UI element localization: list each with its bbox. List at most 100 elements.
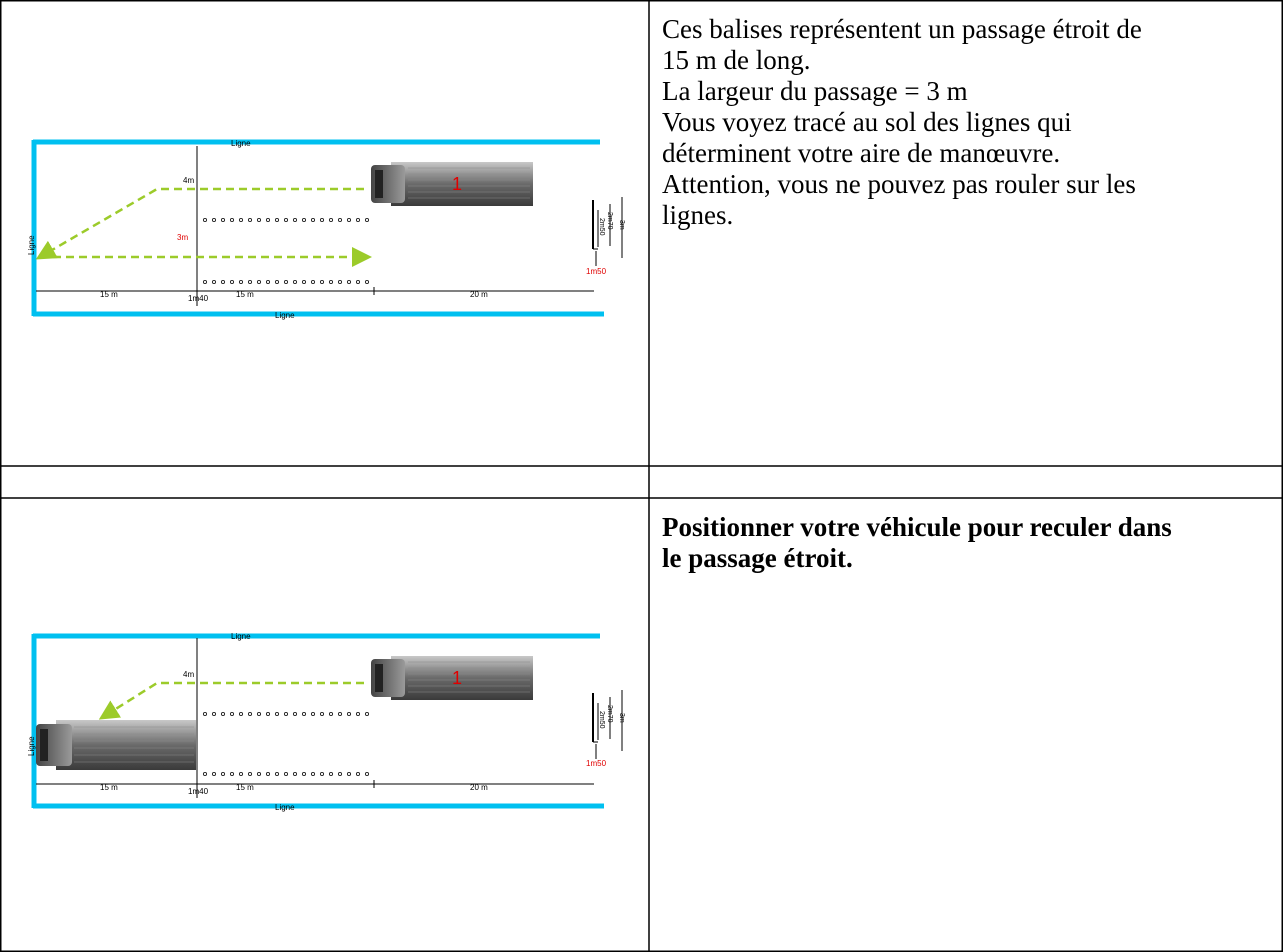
cone-marker <box>364 279 370 285</box>
cone-marker <box>220 711 226 717</box>
cone-marker <box>328 711 334 717</box>
cone-marker <box>346 711 352 717</box>
dim-label-3m-right: 3m <box>618 713 625 723</box>
dim-label-3m: 3m <box>177 233 188 242</box>
cone-marker <box>328 279 334 285</box>
cone-marker <box>265 711 271 717</box>
cone-marker <box>337 217 343 223</box>
truck-positioned-icon <box>36 720 196 770</box>
cone-marker <box>292 711 298 717</box>
dim-label-1m50: 1m50 <box>586 267 607 276</box>
cone-marker <box>229 279 235 285</box>
cone-marker <box>283 217 289 223</box>
cone-marker <box>319 279 325 285</box>
cone-marker <box>274 279 280 285</box>
dim-label-15m-mid: 15 m <box>236 290 254 299</box>
cone-marker <box>292 771 298 777</box>
cone-marker <box>301 279 307 285</box>
truck-number: 1 <box>452 668 462 688</box>
cone-row-upper <box>202 711 370 717</box>
cone-marker <box>238 771 244 777</box>
truck-icon <box>371 656 533 700</box>
cone-marker <box>220 217 226 223</box>
cone-marker <box>310 711 316 717</box>
cone-marker <box>220 771 226 777</box>
dim-label-2m50: 2m50 <box>598 711 605 729</box>
maneuver-diagram-1: Ligne Ligne Ligne 4m 3m 1 15 m 1m40 <box>27 139 625 320</box>
dim-label-15m-left: 15 m <box>100 290 118 299</box>
cone-marker <box>319 217 325 223</box>
dim-label-20m: 20 m <box>470 290 488 299</box>
cone-marker <box>202 217 208 223</box>
line-label-top: Ligne <box>231 139 251 148</box>
cone-marker <box>301 217 307 223</box>
path-arrow-forward <box>35 187 364 260</box>
cone-marker <box>283 279 289 285</box>
cone-marker <box>292 279 298 285</box>
instruction-text-2: Positionner votre véhicule pour reculer … <box>662 512 1172 574</box>
cone-marker <box>337 771 343 777</box>
cone-marker <box>265 217 271 223</box>
cone-marker <box>310 217 316 223</box>
dim-label-4m: 4m <box>183 176 194 185</box>
dim-label-15m-mid: 15 m <box>236 783 254 792</box>
text-line: 15 m de long. <box>662 45 811 75</box>
cone-marker <box>301 771 307 777</box>
cone-marker <box>355 771 361 777</box>
maneuver-diagram-2: Ligne Ligne Ligne 4m 3m 1 <box>27 632 625 812</box>
cone-marker <box>355 217 361 223</box>
cone-marker <box>202 279 208 285</box>
cone-marker <box>211 771 217 777</box>
line-label-bottom: Ligne <box>275 311 295 320</box>
cone-marker <box>364 711 370 717</box>
cone-marker <box>283 711 289 717</box>
cone-marker <box>202 711 208 717</box>
cone-marker <box>229 771 235 777</box>
cone-marker <box>256 771 262 777</box>
dim-label-2m70: 2m70 <box>606 705 613 723</box>
text-line: La largeur du passage = 3 m <box>662 76 968 106</box>
cone-marker <box>220 279 226 285</box>
dim-label-3m-right: 3m <box>618 220 625 230</box>
text-line: Ces balises représentent un passage étro… <box>662 14 1142 44</box>
dim-label-1m50: 1m50 <box>586 759 607 768</box>
cone-marker <box>256 279 262 285</box>
instruction-text-1: Ces balises représentent un passage étro… <box>662 14 1142 231</box>
dim-label-15m-left: 15 m <box>100 783 118 792</box>
cone-marker <box>355 279 361 285</box>
cone-marker <box>337 711 343 717</box>
cone-marker <box>337 279 343 285</box>
cone-marker <box>265 771 271 777</box>
cone-marker <box>256 217 262 223</box>
cone-marker <box>364 217 370 223</box>
cone-marker <box>238 711 244 717</box>
cone-marker <box>301 711 307 717</box>
text-line: Vous voyez tracé au sol des lignes qui <box>662 107 1072 137</box>
dim-label-1m40: 1m40 <box>188 787 209 796</box>
cone-marker <box>283 771 289 777</box>
line-label-top: Ligne <box>231 632 251 641</box>
cone-marker <box>247 771 253 777</box>
cone-marker <box>319 711 325 717</box>
cone-marker <box>364 771 370 777</box>
cone-marker <box>319 771 325 777</box>
cone-marker <box>256 711 262 717</box>
cone-marker <box>292 217 298 223</box>
cone-marker <box>229 217 235 223</box>
line-label-left: Ligne <box>27 235 36 255</box>
text-line: lignes. <box>662 200 734 230</box>
cone-marker <box>211 279 217 285</box>
cone-marker <box>211 217 217 223</box>
cone-marker <box>211 711 217 717</box>
text-line: Positionner votre véhicule pour reculer … <box>662 512 1172 542</box>
truck-number: 1 <box>452 174 462 194</box>
cone-row-lower <box>202 771 370 777</box>
text-line: Attention, vous ne pouvez pas rouler sur… <box>662 169 1136 199</box>
truck-icon <box>371 162 533 206</box>
cone-marker <box>310 771 316 777</box>
text-line: déterminent votre aire de manœuvre. <box>662 138 1061 168</box>
cone-marker <box>247 279 253 285</box>
cone-marker <box>202 771 208 777</box>
